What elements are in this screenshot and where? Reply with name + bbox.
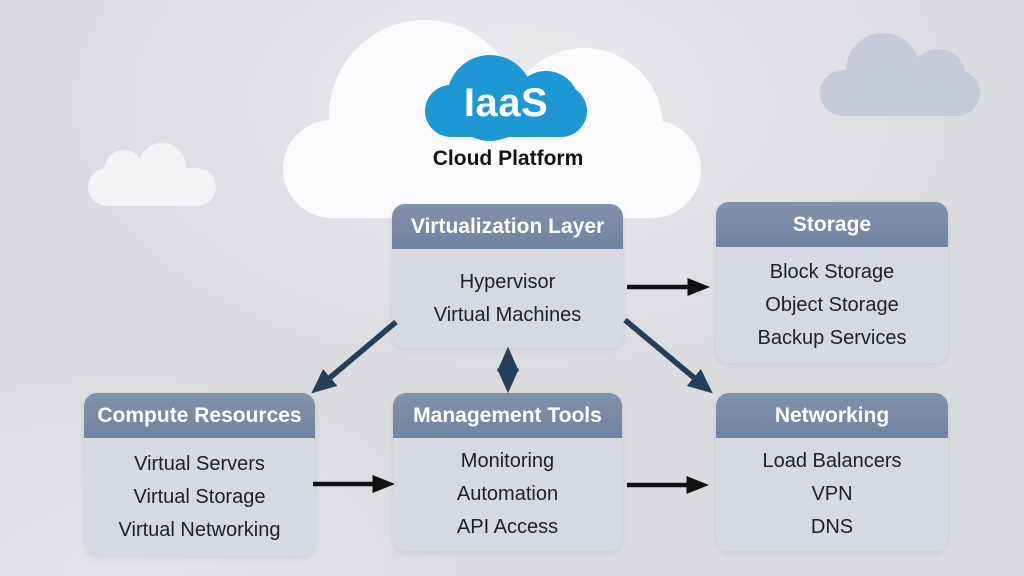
box-virtualization-layer-body: Hypervisor Virtual Machines [392,249,623,348]
box-networking: Networking Load Balancers VPN DNS [716,393,948,551]
box-item: Load Balancers [762,450,902,472]
box-management-tools-body: Monitoring Automation API Access [393,438,622,551]
cloud-base [88,168,216,206]
box-item: Virtual Storage [133,485,266,508]
arrow-virtualization-to-compute [311,319,398,394]
cloud-base [425,85,587,137]
arrow-virtualization-to-networking [623,317,713,394]
box-item: DNS [810,516,854,538]
box-title: Storage [792,212,872,236]
box-networking-body: Load Balancers VPN DNS [716,438,948,551]
cloud-base [820,70,980,116]
decor-cloud-left-icon [88,143,216,206]
box-storage: Storage Block Storage Object Storage Bac… [716,202,948,363]
box-compute-resources-header: Compute Resources [84,393,315,438]
box-management-tools: Management Tools Monitoring Automation A… [393,393,622,551]
decor-cloud-right-icon [820,33,980,116]
box-item: Object Storage [765,293,899,316]
box-compute-resources: Compute Resources Virtual Servers Virtua… [84,393,315,556]
box-storage-header: Storage [716,202,948,247]
box-virtualization-layer: Virtualization Layer Hypervisor Virtual … [392,204,623,348]
box-item: API Access [456,516,559,538]
box-item: Block Storage [769,260,895,283]
iaas-label: IaaS [463,81,549,125]
cloud-platform-label: Cloud Platform [432,147,584,170]
box-storage-body: Block Storage Object Storage Backup Serv… [716,247,948,363]
box-virtualization-layer-header: Virtualization Layer [392,204,623,249]
box-item: Backup Services [757,326,907,349]
box-title: Compute Resources [97,403,302,427]
box-title: Networking [774,403,890,427]
box-networking-header: Networking [716,393,948,438]
box-item: Virtual Servers [134,452,265,475]
box-item: Automation [456,483,559,505]
box-management-tools-header: Management Tools [393,393,622,438]
box-item: Hypervisor [459,270,556,293]
box-compute-resources-body: Virtual Servers Virtual Storage Virtual … [84,438,315,556]
box-item: Virtual Networking [118,518,281,541]
box-item: Monitoring [460,450,555,472]
iaas-cloud-icon: IaaS [425,55,587,141]
box-title: Management Tools [413,403,602,427]
background-cloud-icon [283,20,701,218]
box-item: VPN [811,483,853,505]
box-item: Virtual Machines [433,303,582,326]
box-title: Virtualization Layer [410,214,605,238]
